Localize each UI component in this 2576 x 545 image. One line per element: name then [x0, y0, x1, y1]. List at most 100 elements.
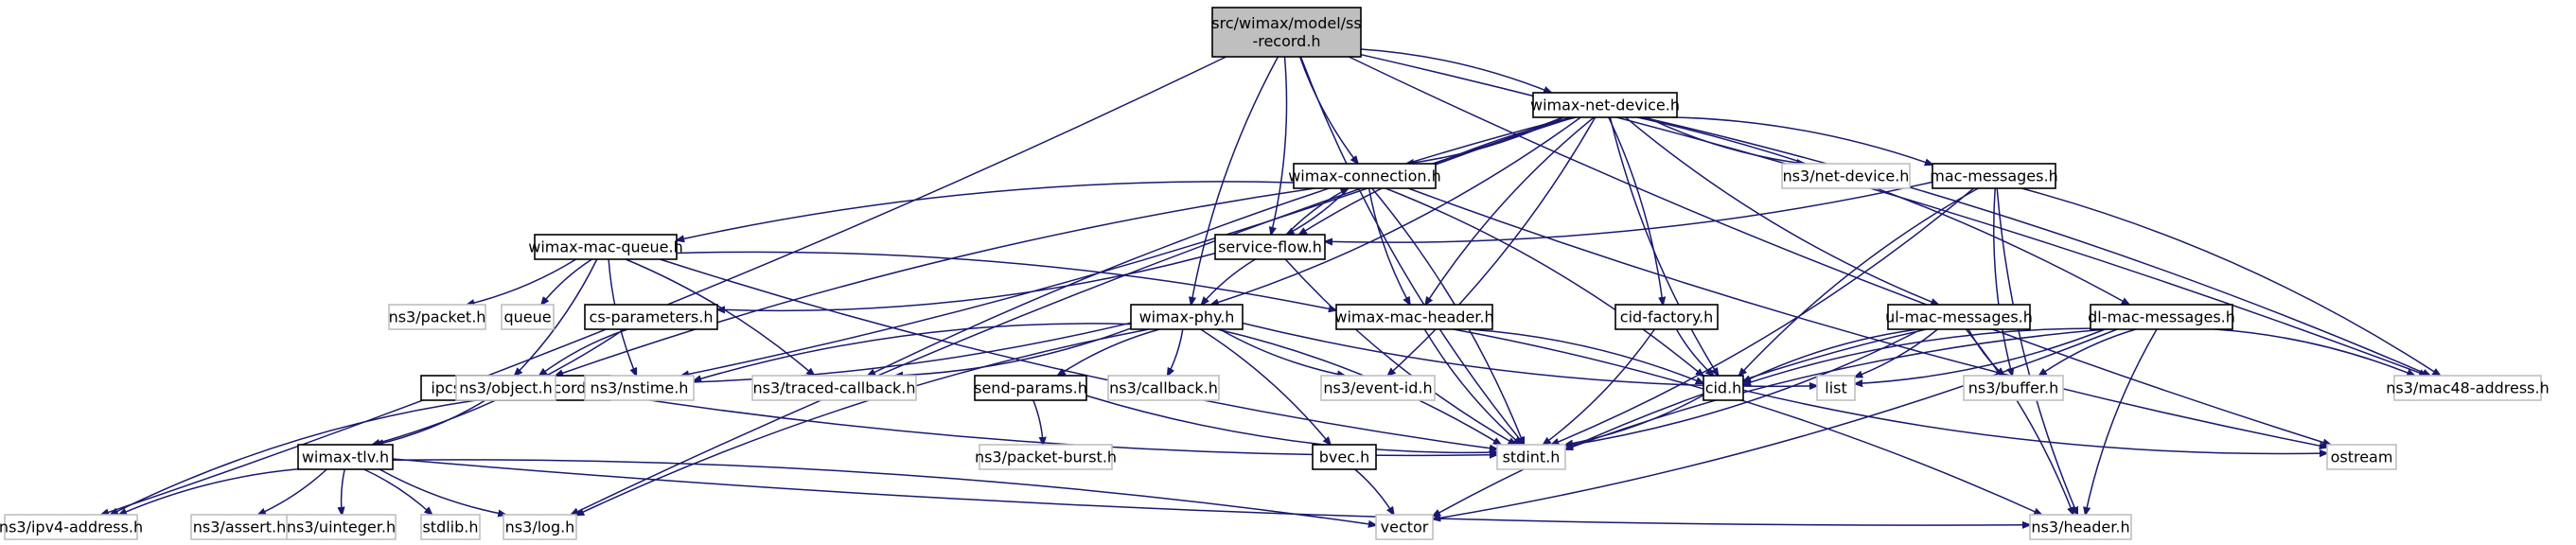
edge-ulmac-to-stdint	[1565, 328, 1922, 446]
node-label-sflow: service-flow.h	[1218, 238, 1322, 256]
edge-macq-to-packet	[467, 258, 577, 305]
edge-netdev-to-traced	[868, 116, 1572, 376]
node-box-root	[1211, 7, 1362, 58]
edge-ulmac-to-header	[1965, 328, 2074, 515]
edge-ulmac-to-buffer	[1967, 328, 2004, 376]
node-box-bvec	[1312, 444, 1377, 470]
edge-macmsg-to-mac48	[2020, 187, 2441, 376]
edge-phy-to-callback	[1168, 328, 1184, 376]
edge-phy-to-eventid	[1219, 328, 1345, 376]
node-stdlib: stdlib.h	[420, 514, 481, 540]
node-label-mac48: ns3/mac48-address.h	[2386, 379, 2549, 397]
node-box-traced	[751, 375, 917, 401]
edge-sflow-to-conn	[1285, 188, 1348, 236]
edge-sendparams-to-stdint	[1085, 395, 1497, 452]
node-packet: ns3/packet.h	[388, 304, 486, 330]
node-box-nstime	[584, 375, 695, 401]
node-label-conn: wimax-connection.h	[1288, 167, 1441, 185]
node-label-ns3netdev: ns3/net-device.h	[1783, 167, 1910, 185]
edge-cidfactory-to-stdint	[1544, 328, 1656, 445]
node-macmsg[interactable]: mac-messages.h	[1930, 163, 2058, 189]
edge-netdev-to-eventid	[1387, 116, 1597, 376]
node-sendparams[interactable]: send-params.h	[974, 375, 1087, 401]
node-box-mac48	[2393, 375, 2542, 401]
node-box-conn	[1293, 163, 1437, 189]
edge-sflow-to-stdint	[1284, 258, 1516, 445]
edge-macq-to-stdint	[660, 258, 1497, 449]
node-ulmac[interactable]: ul-mac-messages.h	[1885, 304, 2033, 330]
node-label-cidfactory: cid-factory.h	[1620, 308, 1713, 326]
edge-netdev-to-dlmac	[1636, 116, 2129, 305]
node-list: list	[1816, 375, 1856, 401]
node-box-sendparams	[974, 375, 1087, 401]
node-label-uinteger: ns3/uinteger.h	[287, 519, 396, 536]
node-label-packet: ns3/packet.h	[389, 308, 486, 326]
edge-macheader-to-stdint	[1423, 328, 1521, 445]
node-cidfactory[interactable]: cid-factory.h	[1614, 304, 1719, 330]
node-macq[interactable]: wimax-mac-queue.h	[528, 234, 683, 260]
edge-conn-to-object	[556, 187, 1315, 376]
edge-root-to-ostream	[1348, 56, 2330, 445]
node-label-eventid: ns3/event-id.h	[1323, 379, 1432, 397]
node-root[interactable]: src/wimax/model/ss-record.h	[1211, 7, 1362, 58]
node-ns3netdev: ns3/net-device.h	[1781, 163, 1911, 189]
node-phy[interactable]: wimax-phy.h	[1130, 304, 1244, 330]
node-box-phy	[1130, 304, 1244, 330]
edge-tlv-to-assert	[258, 468, 327, 515]
edge-root-to-sflow	[1271, 56, 1288, 235]
node-label-ipv4: ns3/ipv4-address.h	[0, 519, 143, 536]
node-label-buffer: ns3/buffer.h	[1968, 379, 2059, 397]
node-box-ostream	[2326, 444, 2397, 470]
edge-dlmac-to-mac48	[2214, 328, 2414, 376]
node-box-ns3netdev	[1781, 163, 1911, 189]
edge-cid-to-stdint	[1565, 394, 1704, 446]
edge-conn-to-macheader	[1367, 187, 1410, 305]
node-label-macq: wimax-mac-queue.h	[528, 238, 682, 256]
node-stdint: stdint.h	[1496, 444, 1566, 470]
edge-netdev-to-cid	[1609, 116, 1718, 376]
edge-sflow-to-phy	[1202, 258, 1256, 305]
node-label-ostream: ostream	[2331, 448, 2393, 466]
edge-phy-to-sendparams	[1058, 328, 1160, 376]
node-box-header	[2029, 514, 2132, 540]
node-tlv[interactable]: wimax-tlv.h	[297, 444, 394, 470]
node-eventid: ns3/event-id.h	[1320, 375, 1436, 401]
node-sflow[interactable]: service-flow.h	[1214, 234, 1326, 260]
node-queue: queue	[501, 304, 555, 330]
node-label-tlv: wimax-tlv.h	[302, 448, 389, 466]
node-callback: ns3/callback.h	[1107, 375, 1220, 401]
node-bvec[interactable]: bvec.h	[1312, 444, 1377, 470]
edge-ulmac-to-cid	[1743, 328, 1918, 382]
edge-netdev-to-nstime	[681, 116, 1563, 376]
node-header: ns3/header.h	[2029, 514, 2132, 540]
node-label-root: -record.h	[1252, 32, 1320, 50]
node-assert: ns3/assert.h	[190, 514, 289, 540]
node-box-cid	[1703, 375, 1744, 401]
edge-ipcs-to-ipv4	[111, 399, 477, 515]
node-conn[interactable]: wimax-connection.h	[1288, 163, 1441, 189]
node-uinteger: ns3/uinteger.h	[286, 514, 397, 540]
node-box-ulmac	[1887, 304, 2031, 330]
node-macheader[interactable]: wimax-mac-header.h	[1334, 304, 1494, 330]
edge-netdev-to-phy	[1211, 116, 1581, 305]
edge-cid-to-ostream	[1742, 389, 2327, 453]
node-dlmac[interactable]: dl-mac-messages.h	[2088, 304, 2235, 330]
edge-dlmac-to-vector	[1433, 328, 2118, 519]
node-nstime: ns3/nstime.h	[584, 375, 695, 401]
node-box-macheader	[1335, 304, 1493, 330]
edge-dlmac-to-cid	[1743, 327, 2091, 385]
node-csparams[interactable]: cs-parameters.h	[584, 304, 718, 330]
node-netdev[interactable]: wimax-net-device.h	[1530, 92, 1680, 118]
edge-phy-to-object	[556, 322, 1132, 383]
edge-netdev-to-macmsg	[1672, 116, 1932, 165]
node-log: ns3/log.h	[503, 514, 577, 540]
node-cid[interactable]: cid.h	[1703, 375, 1744, 401]
node-box-list	[1816, 375, 1856, 401]
edge-sendparams-to-pktburst	[1032, 399, 1043, 445]
node-label-header: ns3/header.h	[2031, 519, 2129, 536]
node-box-pktburst	[979, 444, 1113, 470]
node-box-ipv4	[4, 514, 138, 540]
edge-root-to-netdev	[1360, 48, 1551, 93]
dependency-edges	[101, 48, 2441, 525]
